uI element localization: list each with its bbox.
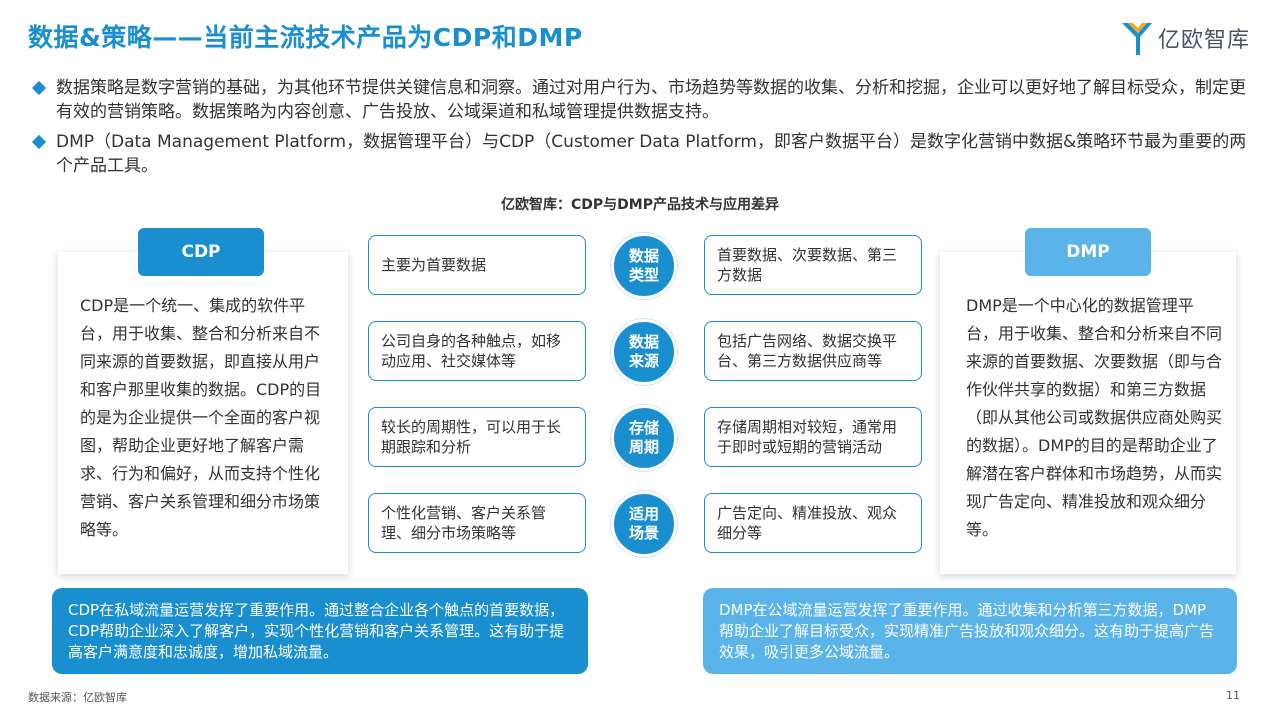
dmp-cell: 包括广告网络、数据交换平台、第三方数据供应商等 [704, 321, 922, 381]
cdp-description: CDP是一个统一、集成的软件平台，用于收集、整合和分析来自不同来源的首要数据，即… [80, 296, 322, 539]
dmp-cell: 广告定向、精准投放、观众细分等 [704, 493, 922, 553]
dmp-cell: 首要数据、次要数据、第三方数据 [704, 235, 922, 295]
cdp-panel: CDP是一个统一、集成的软件平台，用于收集、整合和分析来自不同来源的首要数据，即… [58, 252, 348, 574]
cdp-label: CDP [138, 228, 264, 276]
dmp-summary: DMP在公域流量运营发挥了重要作用。通过收集和分析第三方数据，DMP帮助企业了解… [703, 588, 1237, 674]
comparison-row-data-type: 主要为首要数据 数据类型 首要数据、次要数据、第三方数据 [0, 233, 1280, 299]
dimension-circle: 适用场景 [611, 491, 677, 557]
comparison-row-use-case: 个性化营销、客户关系管理、细分市场策略等 适用场景 广告定向、精准投放、观众细分… [0, 491, 1280, 557]
comparison-row-storage-cycle: 较长的周期性，可以用于长期跟踪和分析 存储周期 存储周期相对较短，通常用于即时或… [0, 405, 1280, 471]
dmp-label: DMP [1025, 228, 1151, 276]
bullet-item: DMP（Data Management Platform，数据管理平台）与CDP… [30, 130, 1260, 178]
cdp-cell: 公司自身的各种触点，如移动应用、社交媒体等 [368, 321, 586, 381]
cdp-summary: CDP在私域流量运营发挥了重要作用。通过整合企业各个触点的首要数据，CDP帮助企… [52, 588, 588, 674]
diamond-bullet-icon [31, 80, 47, 96]
bullet-item: 数据策略是数字营销的基础，为其他环节提供关键信息和洞察。通过对用户行为、市场趋势… [30, 76, 1260, 124]
cdp-cell: 主要为首要数据 [368, 235, 586, 295]
page-number: 11 [1226, 689, 1240, 702]
intro-bullets: 数据策略是数字营销的基础，为其他环节提供关键信息和洞察。通过对用户行为、市场趋势… [30, 76, 1260, 184]
dimension-circle: 存储周期 [611, 405, 677, 471]
diamond-bullet-icon [31, 134, 47, 150]
page-title: 数据&策略——当前主流技术产品为CDP和DMP [28, 23, 583, 52]
bullet-text: 数据策略是数字营销的基础，为其他环节提供关键信息和洞察。通过对用户行为、市场趋势… [56, 78, 1246, 122]
comparison-row-data-source: 公司自身的各种触点，如移动应用、社交媒体等 数据来源 包括广告网络、数据交换平台… [0, 319, 1280, 385]
brand-logo: 亿欧智库 [1120, 18, 1270, 58]
data-source: 数据来源：亿欧智库 [28, 691, 127, 704]
dimension-circle: 数据来源 [611, 319, 677, 385]
dmp-description: DMP是一个中心化的数据管理平台，用于收集、整合和分析来自不同来源的首要数据、次… [966, 296, 1223, 539]
logo-icon [1122, 23, 1152, 55]
logo-text: 亿欧智库 [1158, 28, 1251, 53]
cdp-cell: 较长的周期性，可以用于长期跟踪和分析 [368, 407, 586, 467]
dimension-circle: 数据类型 [611, 233, 677, 299]
dmp-panel: DMP是一个中心化的数据管理平台，用于收集、整合和分析来自不同来源的首要数据、次… [940, 252, 1236, 574]
cdp-cell: 个性化营销、客户关系管理、细分市场策略等 [368, 493, 586, 553]
comparison-title: 亿欧智库：CDP与DMP产品技术与应用差异 [501, 197, 779, 213]
bullet-text: DMP（Data Management Platform，数据管理平台）与CDP… [56, 132, 1247, 176]
dmp-cell: 存储周期相对较短，通常用于即时或短期的营销活动 [704, 407, 922, 467]
